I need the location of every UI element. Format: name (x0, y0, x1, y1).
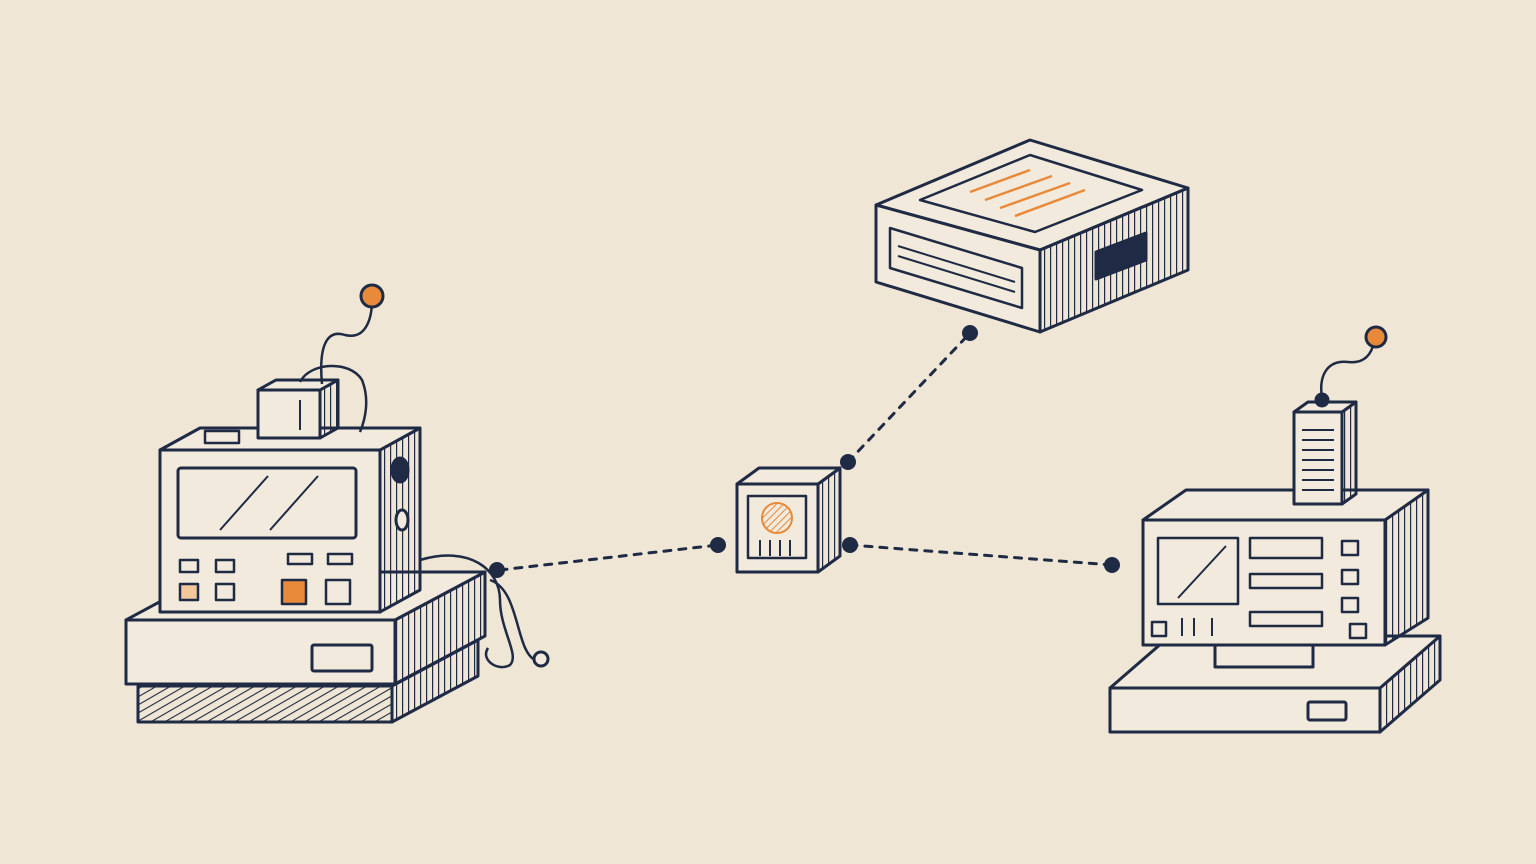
hub-cube-icon (735, 466, 842, 574)
connection-left-hub (498, 543, 720, 572)
connector-dot (840, 454, 856, 470)
storage-box-icon (874, 138, 1190, 334)
connection-lines (498, 331, 1114, 572)
connector-dot (962, 325, 978, 341)
connection-hub-storage (846, 331, 972, 464)
connector-dot (1104, 557, 1120, 573)
connector-dot (489, 562, 505, 578)
connector-dot (710, 537, 726, 553)
connection-hub-right (848, 543, 1114, 567)
connection-dots (489, 325, 1120, 578)
retro-computer-icon (1108, 325, 1442, 734)
retro-computer-icon (124, 283, 550, 724)
connector-dot (842, 537, 858, 553)
